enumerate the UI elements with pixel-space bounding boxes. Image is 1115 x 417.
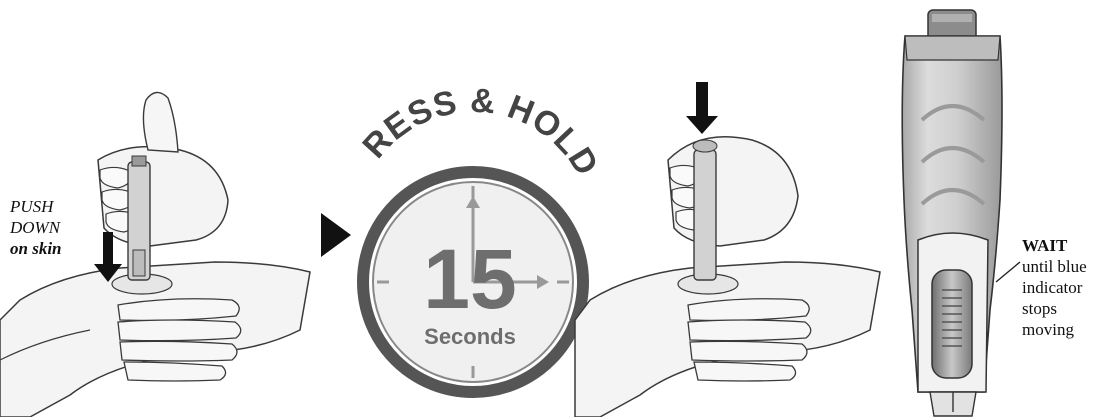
wait-line4: moving <box>1022 319 1115 340</box>
wait-line3: stops <box>1022 298 1115 319</box>
wait-callout-line <box>996 262 1020 282</box>
down-label: DOWN <box>10 217 62 238</box>
wait-title: WAIT <box>1022 235 1115 256</box>
autoinjector-device <box>902 10 1002 416</box>
timer-unit: Seconds <box>424 324 516 349</box>
push-down-instruction: PUSH DOWN on skin <box>10 196 62 259</box>
play-triangle-icon <box>321 213 351 257</box>
wait-instruction: WAIT until blue indicator stops moving <box>1022 235 1115 340</box>
on-skin-label: on skin <box>10 238 62 259</box>
wait-line1: until blue <box>1022 256 1115 277</box>
push-label: PUSH <box>10 196 62 217</box>
down-arrow-icon <box>686 82 718 134</box>
press-hold-banner: PRESS & HOLD <box>0 0 606 183</box>
timer-number: 15 <box>423 232 516 326</box>
step3-hands-illustration <box>575 137 880 417</box>
wait-line2: indicator <box>1022 277 1115 298</box>
